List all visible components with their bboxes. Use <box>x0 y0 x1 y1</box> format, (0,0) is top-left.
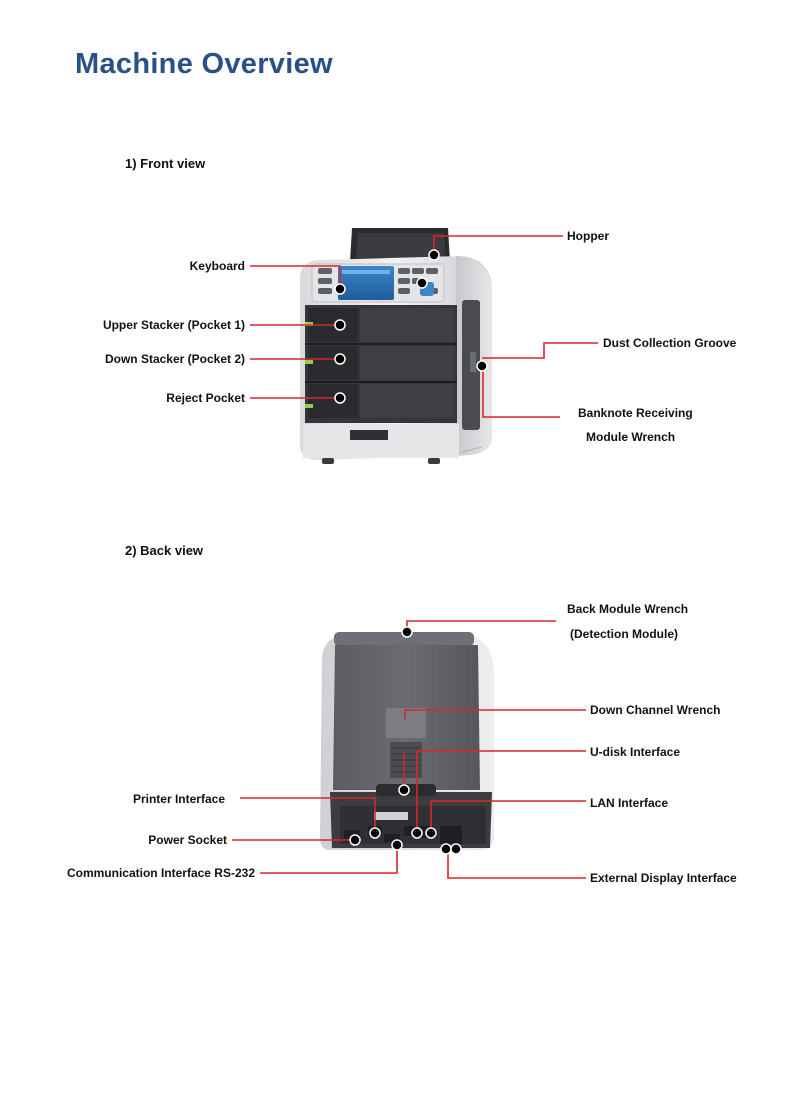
back-leader-lines <box>232 620 586 879</box>
front-markers <box>334 249 488 404</box>
label-receiving-wrench-line1: Banknote Receiving <box>578 406 693 420</box>
label-down-stacker: Down Stacker (Pocket 2) <box>104 352 245 366</box>
back-view-heading: 2) Back view <box>125 543 204 558</box>
label-udisk-interface: U-disk Interface <box>590 745 681 759</box>
label-printer-interface: Printer Interface <box>132 792 225 806</box>
label-receiving-wrench-line2: Module Wrench <box>586 430 676 444</box>
label-lan-interface: LAN Interface <box>590 796 669 810</box>
page-title: Machine Overview <box>75 48 333 80</box>
label-external-display-interface: External Display Interface <box>590 871 737 885</box>
back-machine-body <box>320 632 494 850</box>
label-upper-stacker: Upper Stacker (Pocket 1) <box>102 318 245 332</box>
back-markers <box>349 626 462 855</box>
hopper-tray <box>350 228 450 262</box>
label-reject-pocket: Reject Pocket <box>166 391 245 405</box>
label-keyboard: Keyboard <box>189 259 245 273</box>
label-hopper: Hopper <box>567 229 609 243</box>
label-down-channel-wrench: Down Channel Wrench <box>590 703 721 717</box>
label-rs232-interface: Communication Interface RS-232 <box>66 866 255 880</box>
front-leader-lines <box>250 235 598 418</box>
label-dust-collection-groove: Dust Collection Groove <box>603 336 737 350</box>
front-view-heading: 1) Front view <box>125 156 206 171</box>
label-power-socket: Power Socket <box>148 833 227 847</box>
label-back-module-wrench-line1: Back Module Wrench <box>567 602 689 616</box>
label-back-module-wrench-line2: (Detection Module) <box>570 627 678 641</box>
